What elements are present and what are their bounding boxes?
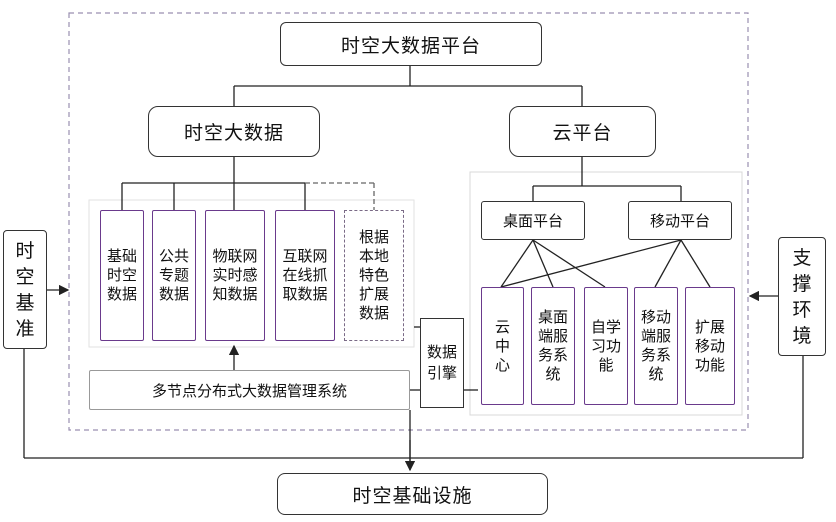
cloud-item-label: 移动 端服 务系 统: [640, 308, 671, 383]
cloud-platform-box: 云平台: [509, 106, 656, 157]
support-environment-label: 支 撑 环 境: [792, 246, 812, 347]
spacetime-basis-label: 时 空 基 准: [15, 239, 35, 340]
data-source-label: 根据 本地 特色 扩展 数据: [358, 228, 389, 322]
platform-title-box: 时空大数据平台: [280, 22, 542, 66]
cloud-item-label: 自学 习功 能: [590, 317, 621, 374]
cloud-frame: [469, 171, 743, 416]
cloud-item-mobile-service: 移动 端服 务系 统: [634, 287, 678, 405]
data-source-label: 基础 时空 数据: [106, 247, 137, 303]
spatiotemporal-bigdata-box: 时空大数据: [148, 106, 320, 157]
cloud-item-mobile-extension: 扩展 移动 功能: [685, 287, 735, 405]
data-source-basic-spatiotemporal: 基础 时空 数据: [100, 210, 144, 341]
cloud-platform-title: 云平台: [552, 122, 613, 144]
platform-title: 时空大数据平台: [340, 34, 481, 57]
data-source-iot-realtime: 物联网 实时感 知数据: [205, 210, 265, 341]
infrastructure-box: 时空基础设施: [277, 473, 548, 515]
cloud-item-self-learning: 自学 习功 能: [584, 287, 628, 405]
infrastructure-label: 时空基础设施: [352, 484, 473, 507]
cloud-item-cloud-center: 云 中 心: [481, 287, 524, 405]
cloud-item-label: 桌面 端服 务系 统: [537, 308, 568, 383]
data-sources-frame: [88, 199, 415, 348]
cloud-item-label: 云 中 心: [494, 317, 510, 374]
data-source-local-extension: 根据 本地 特色 扩展 数据: [344, 210, 404, 341]
mgmt-system-box: 多节点分布式大数据管理系统: [89, 370, 410, 410]
mgmt-system-label: 多节点分布式大数据管理系统: [151, 381, 347, 400]
data-source-internet-crawl: 互联网 在线抓 取数据: [275, 210, 335, 341]
spatiotemporal-bigdata-title: 时空大数据: [183, 122, 284, 144]
desktop-platform-box: 桌面平台: [481, 201, 585, 240]
support-environment-box: 支 撑 环 境: [778, 237, 826, 356]
desktop-platform-label: 桌面平台: [502, 212, 563, 230]
data-source-public-thematic: 公共 专题 数据: [152, 210, 196, 341]
cloud-item-label: 扩展 移动 功能: [694, 317, 725, 374]
mobile-platform-box: 移动平台: [628, 201, 732, 240]
spacetime-basis-box: 时 空 基 准: [3, 230, 47, 349]
data-engine-label: 数据 引擎: [426, 343, 457, 382]
data-engine-box: 数据 引擎: [420, 318, 464, 408]
data-source-label: 互联网 在线抓 取数据: [282, 247, 328, 303]
platform-frame: [68, 12, 749, 431]
data-source-label: 公共 专题 数据: [158, 247, 189, 303]
mobile-platform-label: 移动平台: [649, 212, 710, 230]
cloud-item-desktop-service: 桌面 端服 务系 统: [531, 287, 575, 405]
data-source-label: 物联网 实时感 知数据: [212, 247, 258, 303]
